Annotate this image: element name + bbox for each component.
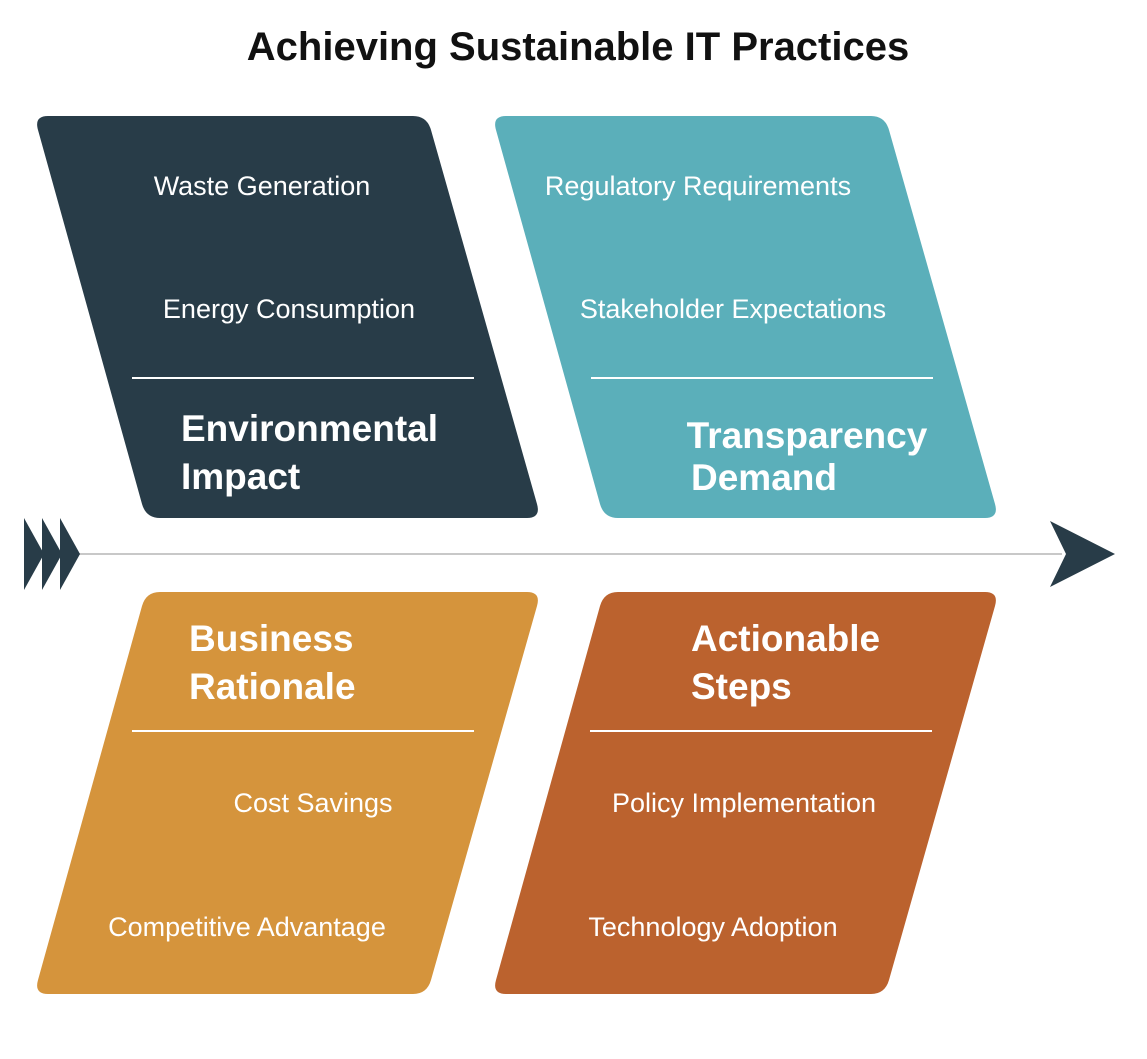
category-heading: Actionable (691, 618, 880, 659)
category-shape (495, 116, 996, 518)
head-arrow-icon (1050, 521, 1115, 587)
category-shape (37, 592, 538, 994)
category-item: Cost Savings (233, 788, 392, 818)
tail-chevron-icon (24, 518, 80, 590)
category-heading: Transparency (687, 415, 928, 456)
category-heading: Impact (181, 456, 300, 497)
category-environmental: Waste Generation Energy Consumption Envi… (37, 116, 538, 518)
category-item: Regulatory Requirements (545, 171, 851, 201)
diagram-title: Achieving Sustainable IT Practices (247, 25, 909, 69)
category-item: Energy Consumption (163, 294, 415, 324)
category-heading: Environmental (181, 408, 438, 449)
category-actionable: Actionable Steps Policy Implementation T… (495, 592, 996, 994)
category-transparency: Regulatory Requirements Stakeholder Expe… (495, 116, 996, 518)
category-shape (37, 116, 538, 518)
category-heading: Steps (691, 666, 792, 707)
category-business: Business Rationale Cost Savings Competit… (37, 592, 538, 994)
category-item: Policy Implementation (612, 788, 876, 818)
category-item: Competitive Advantage (108, 912, 386, 942)
category-heading: Business (189, 618, 354, 659)
category-item: Stakeholder Expectations (580, 294, 886, 324)
category-shape (495, 592, 996, 994)
category-item: Technology Adoption (588, 912, 837, 942)
category-item: Waste Generation (154, 171, 371, 201)
category-heading: Rationale (189, 666, 356, 707)
category-heading: Demand (691, 457, 837, 498)
